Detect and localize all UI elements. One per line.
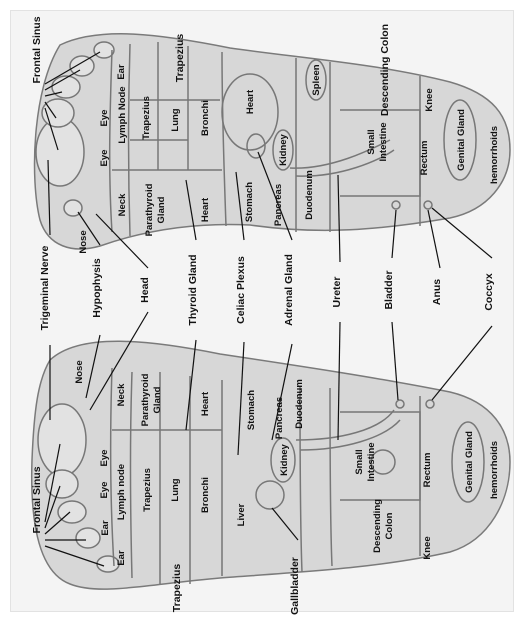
label-bottom-eye-1: Eye bbox=[99, 450, 110, 467]
label-top-spleen: Spleen bbox=[311, 64, 322, 95]
label-bottom-parathyroid: Parathyroid bbox=[140, 373, 151, 426]
label-bottom-neck: Neck bbox=[116, 383, 127, 406]
label-hypophysis: Hypophysis bbox=[91, 258, 103, 318]
label-thyroid-gland: Thyroid Gland bbox=[187, 254, 199, 325]
label-gallbladder: Gallbladder bbox=[289, 557, 301, 615]
label-top-kidney: Kidney bbox=[278, 133, 289, 165]
label-top-intestine: Intestine bbox=[378, 122, 389, 161]
top-toe-3 bbox=[52, 76, 80, 98]
label-bottom-hemorrhoids: hemorrhoids bbox=[489, 441, 500, 499]
label-trigeminal-nerve: Trigeminal Nerve bbox=[39, 246, 51, 331]
label-top-heart-2: Heart bbox=[200, 197, 211, 222]
label-bottom-ear-2: Ear bbox=[116, 550, 127, 566]
label-bottom-frontal-sinus: Frontal Sinus bbox=[31, 466, 43, 533]
label-bottom-descending: Descending bbox=[372, 499, 383, 553]
label-top-stomach: Stomach bbox=[244, 182, 255, 222]
label-bottom-stomach: Stomach bbox=[246, 390, 257, 430]
label-bottom-rectum: Rectum bbox=[422, 453, 433, 488]
label-bottom-liver: Liver bbox=[236, 503, 247, 526]
label-top-ear: Ear bbox=[116, 64, 127, 80]
label-top-duodenum: Duodenum bbox=[304, 170, 315, 220]
label-bottom-lymph-node: Lymph node bbox=[116, 464, 127, 520]
label-top-neck: Neck bbox=[117, 193, 128, 216]
label-top-bronchi: Bronchi bbox=[200, 100, 211, 136]
label-bottom-trapezius-1: Trapezius bbox=[171, 564, 183, 613]
label-bottom-ear-1: Ear bbox=[100, 520, 111, 536]
label-top-frontal-sinus: Frontal Sinus bbox=[31, 16, 43, 83]
bottom-toe-3 bbox=[58, 501, 86, 523]
label-bottom-colon: Colon bbox=[384, 512, 395, 539]
label-top-nose: Nose bbox=[78, 230, 89, 253]
label-top-genital-gland: Genital Gland bbox=[456, 109, 467, 171]
label-head: Head bbox=[139, 277, 151, 303]
label-top-parathyroid: Parathyroid bbox=[144, 183, 155, 236]
label-top-small: Small bbox=[366, 129, 377, 154]
label-ureter: Ureter bbox=[331, 277, 343, 308]
label-bottom-kidney: Kidney bbox=[279, 443, 290, 475]
label-top-eye-2: Eye bbox=[99, 150, 110, 167]
label-anus: Anus bbox=[431, 279, 443, 305]
label-top-rectum: Rectum bbox=[419, 141, 430, 176]
label-top-heart-1: Heart bbox=[245, 89, 256, 114]
label-bottom-eye-2: Eye bbox=[99, 482, 110, 499]
label-top-descending-colon: Descending Colon bbox=[379, 24, 391, 116]
label-top-trapezius-2: Trapezius bbox=[141, 96, 152, 140]
label-bottom-intestine: Intestine bbox=[366, 442, 377, 481]
label-bottom-lung: Lung bbox=[170, 478, 181, 501]
label-bladder: Bladder bbox=[383, 270, 395, 309]
label-top-trapezius-1: Trapezius bbox=[174, 34, 186, 83]
label-celiac-plexus: Celiac Plexus bbox=[235, 256, 247, 324]
top-big-toe bbox=[36, 118, 84, 186]
label-bottom-nose: Nose bbox=[74, 360, 85, 383]
label-coccyx: Coccyx bbox=[483, 273, 495, 311]
label-adrenal-gland: Adrenal Gland bbox=[283, 254, 295, 326]
bottom-toe-4 bbox=[76, 528, 100, 548]
label-bottom-genital-gland: Genital Gland bbox=[464, 431, 475, 493]
label-top-lung: Lung bbox=[170, 108, 181, 131]
label-bottom-small: Small bbox=[354, 449, 365, 474]
label-bottom-gland: Gland bbox=[152, 386, 163, 413]
top-toe-5 bbox=[94, 42, 114, 58]
leader-coccyx-top bbox=[432, 208, 492, 258]
label-top-lymph-node: Lymph Node bbox=[117, 86, 128, 143]
label-top-knee: Knee bbox=[424, 88, 435, 111]
label-bottom-heart: Heart bbox=[200, 391, 211, 416]
label-bottom-bronchi: Bronchi bbox=[200, 477, 211, 513]
leader-coccyx-bottom bbox=[432, 326, 492, 400]
label-bottom-duodenum: Duodenum bbox=[294, 379, 305, 429]
label-top-eye-1: Eye bbox=[99, 110, 110, 127]
label-bottom-knee: Knee bbox=[422, 536, 433, 559]
label-top-hemorrhoids: hemorrhoids bbox=[489, 126, 500, 184]
bottom-big-toe bbox=[38, 404, 86, 476]
label-top-gland: Gland bbox=[156, 196, 167, 223]
label-bottom-trapezius-2: Trapezius bbox=[142, 468, 153, 512]
